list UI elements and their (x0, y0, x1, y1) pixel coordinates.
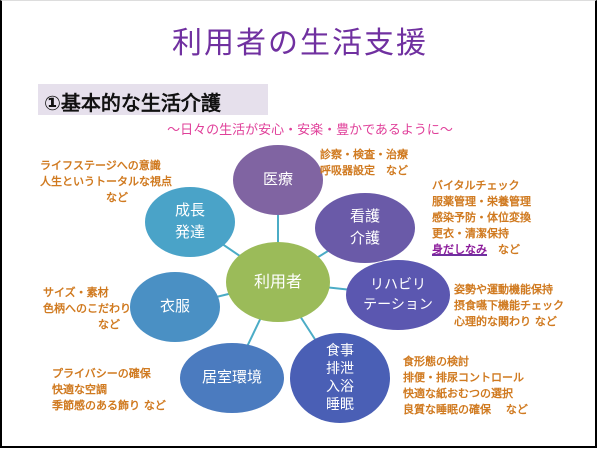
note-kyoshitsu: プライバシーの確保 快適な空調 季節感のある飾り など (52, 367, 166, 412)
node-shokuji: 食事 排泄 入浴 睡眠 (290, 333, 390, 423)
note-ifuku: サイズ・素材 色柄へのこだわり など (43, 286, 131, 331)
note-seicho: ライフステージへの意識 人生というトータルな視点 など (40, 159, 172, 204)
note-kango-list: バイタルチェック 服薬管理・栄養管理 感染予防・体位変換 更衣・清潔保持 (432, 179, 531, 240)
note-reha: 姿勢や運動機能保持 摂食嚥下機能チェック 心理的な関わり など (454, 283, 564, 328)
node-iryo: 医療 (233, 145, 323, 215)
section-heading: ①基本的な生活介護 (38, 84, 268, 115)
node-kango: 看護 介護 (315, 193, 415, 263)
node-ifuku: 衣服 (130, 272, 220, 342)
note-kango: バイタルチェック 服薬管理・栄養管理 感染予防・体位変換 更衣・清潔保持身だしな… (432, 178, 531, 258)
node-reha: リハビリ テーション (346, 260, 450, 330)
note-shokuji: 食形態の検討 排便・排尿コントロール 快適な紙おむつの選択 良質な睡眠の確保 な… (403, 355, 528, 416)
note-iryo: 診察・検査・治療 呼吸器設定 など (320, 148, 408, 177)
tagline: ～日々の生活が安心・安楽・豊かであるように～ (167, 123, 453, 138)
node-seicho: 成長 発達 (145, 187, 235, 257)
note-kango-highlight: 身だしなみ (432, 242, 487, 256)
node-center-user: 利用者 (226, 242, 330, 322)
slide-title: 利用者の生活支援 (172, 26, 428, 61)
note-kango-suffix: など (487, 242, 520, 256)
node-kyoshitsu: 居室環境 (180, 343, 284, 413)
